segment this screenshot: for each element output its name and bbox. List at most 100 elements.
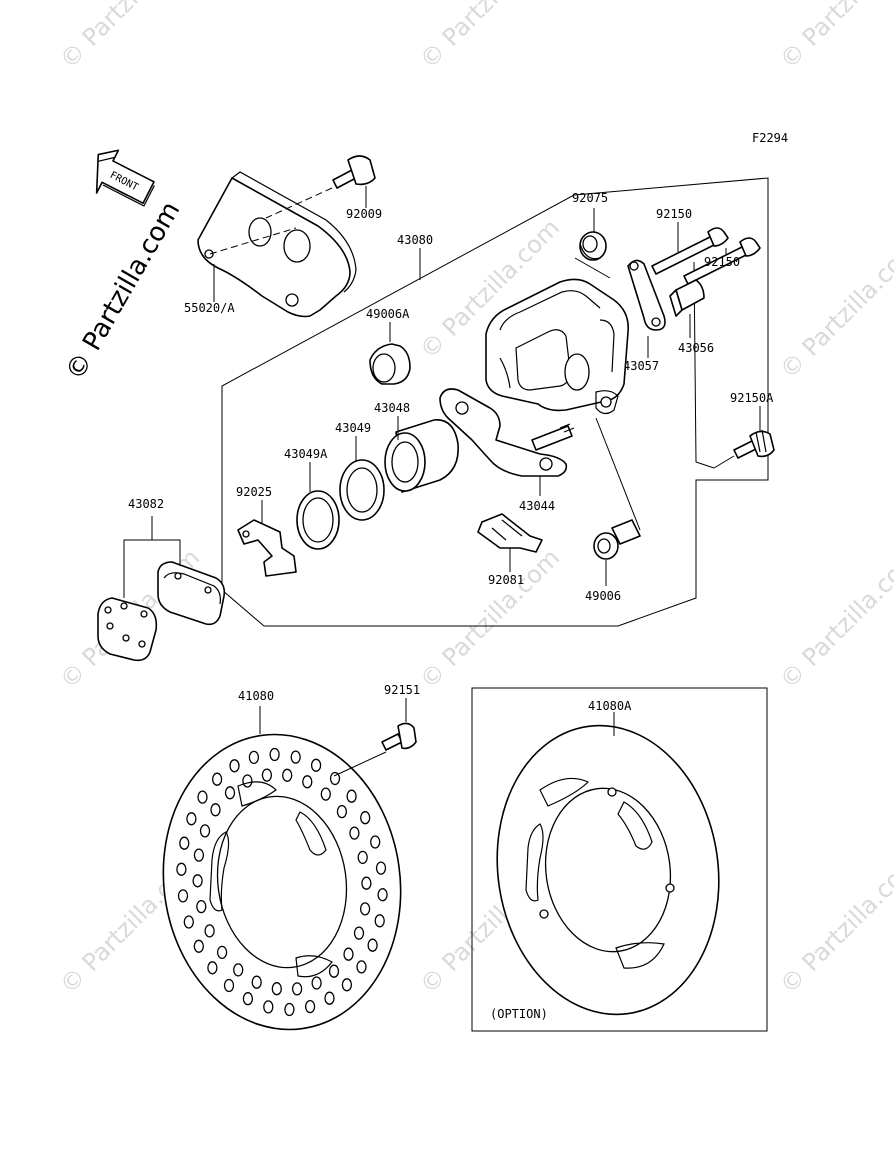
part-label-49006A: 49006A: [366, 307, 410, 321]
disc-vent-hole: [223, 978, 235, 993]
bolt-92009: [265, 155, 376, 219]
option-box: [471, 687, 768, 1032]
leader-92150-box: [693, 261, 715, 469]
disc-vent-hole: [269, 747, 280, 762]
caliper-holder-43044: [439, 388, 575, 477]
caliper-body: [485, 278, 630, 415]
disc-vent-hole: [360, 811, 371, 825]
disc-vent-hole: [310, 758, 322, 772]
disc-vent-hole: [183, 915, 194, 929]
disc-vent-hole: [357, 850, 368, 865]
pad-spring-92081: [477, 513, 543, 553]
disc-vent-holes: [176, 747, 388, 1017]
piston-43048: [384, 419, 459, 493]
disc-vent-hole: [210, 803, 221, 817]
part-label-43056: 43056: [678, 341, 714, 355]
disc-vent-hole: [375, 861, 387, 875]
boot-92075: [579, 231, 607, 261]
cap-49006A: [369, 343, 411, 385]
watermark: © Partzilla.com: [414, 0, 565, 74]
seal-43049: [339, 459, 385, 521]
option-note: (OPTION): [490, 1007, 548, 1021]
disc-vent-hole: [374, 914, 385, 928]
part-label-92150-top: 92150: [656, 207, 692, 221]
disc-vent-hole: [224, 786, 236, 800]
disc-vent-hole: [192, 874, 203, 888]
disc-vent-hole: [207, 961, 218, 975]
disc-vent-hole: [211, 772, 223, 786]
disc-vent-hole: [304, 999, 316, 1014]
disc-vent-hole: [320, 787, 331, 801]
disc-vent-hole: [359, 902, 371, 916]
part-label-43082: 43082: [128, 497, 164, 511]
bolt-49006: [593, 519, 641, 560]
disc-vent-hole: [341, 978, 353, 992]
part-label-92081: 92081: [488, 573, 524, 587]
disc-vent-hole: [356, 960, 367, 974]
disc-vent-hole: [311, 976, 322, 990]
watermark: © Partzilla.com: [774, 848, 894, 999]
pin-92150-upper: [651, 227, 729, 275]
disc-vent-hole: [343, 947, 354, 961]
disc-vent-hole: [324, 991, 335, 1005]
disc-vent-hole: [271, 982, 282, 996]
disc-vent-hole: [349, 826, 360, 840]
bolt-92151: [381, 722, 417, 751]
disc-vent-hole: [291, 982, 303, 996]
front-arrow-icon: FRONT: [95, 149, 155, 207]
part-label-41080: 41080: [238, 689, 274, 703]
watermark: © Partzilla.com: [774, 543, 894, 694]
disc-vent-hole: [186, 812, 197, 826]
disc-vent-hole: [290, 750, 301, 764]
disc-vent-hole: [367, 938, 378, 952]
disc-vent-hole: [242, 774, 253, 788]
brake-disc-41080A: [496, 724, 720, 1016]
watermark: © Partzilla.com: [54, 0, 205, 74]
figure-code: F2294: [752, 131, 788, 145]
bolt-92150A: [733, 429, 775, 459]
part-label-92025: 92025: [236, 485, 272, 499]
part-label-55020: 55020/A: [184, 301, 235, 315]
part-label-92150A: 92150A: [730, 391, 774, 405]
watermark: © Partzilla.com: [414, 543, 565, 694]
disc-vent-hole: [176, 862, 187, 876]
disc-vent-hole: [216, 945, 228, 960]
disc-vent-hole: [251, 975, 262, 989]
disc-vent-hole: [377, 888, 388, 902]
caliper-bracket: [197, 171, 357, 318]
disc-vent-hole: [346, 789, 357, 803]
disc-vent-hole: [263, 1000, 274, 1014]
disc-vent-hole: [329, 771, 341, 786]
brake-disc-41080: [162, 733, 402, 1031]
disc-vent-hole: [284, 1002, 295, 1017]
watermark: © Partzilla.com: [774, 233, 894, 384]
seal-43049A: [296, 490, 340, 550]
part-label-43049A: 43049A: [284, 447, 328, 461]
disc-vent-hole: [242, 992, 254, 1006]
disc-vent-hole: [204, 924, 215, 938]
disc-vent-hole: [193, 848, 205, 862]
brake-pads-43082: [97, 561, 226, 662]
part-label-43048: 43048: [374, 401, 410, 415]
disc-vent-hole: [196, 899, 207, 914]
part-label-92151: 92151: [384, 683, 420, 697]
spring-92025: [237, 519, 297, 577]
disc-vent-hole: [370, 835, 381, 849]
disc-vent-hole: [261, 768, 273, 782]
part-label-43057: 43057: [623, 359, 659, 373]
watermark-main: © Partzilla.com: [60, 197, 186, 386]
pin-92150-lower: [683, 237, 761, 285]
caliper-assembly-outline: [221, 177, 769, 627]
part-label-92150-mid: 92150: [704, 255, 740, 269]
disc-vent-hole: [199, 824, 211, 838]
disc-vent-hole: [248, 750, 260, 765]
bleeder-43056: [669, 279, 705, 317]
disc-vent-hole: [328, 964, 340, 978]
disc-vent-hole: [193, 939, 204, 953]
disc-vent-hole: [229, 759, 240, 773]
part-label-49006: 49006: [585, 589, 621, 603]
disc-vent-hole: [361, 876, 372, 890]
disc-vent-hole: [282, 768, 293, 782]
